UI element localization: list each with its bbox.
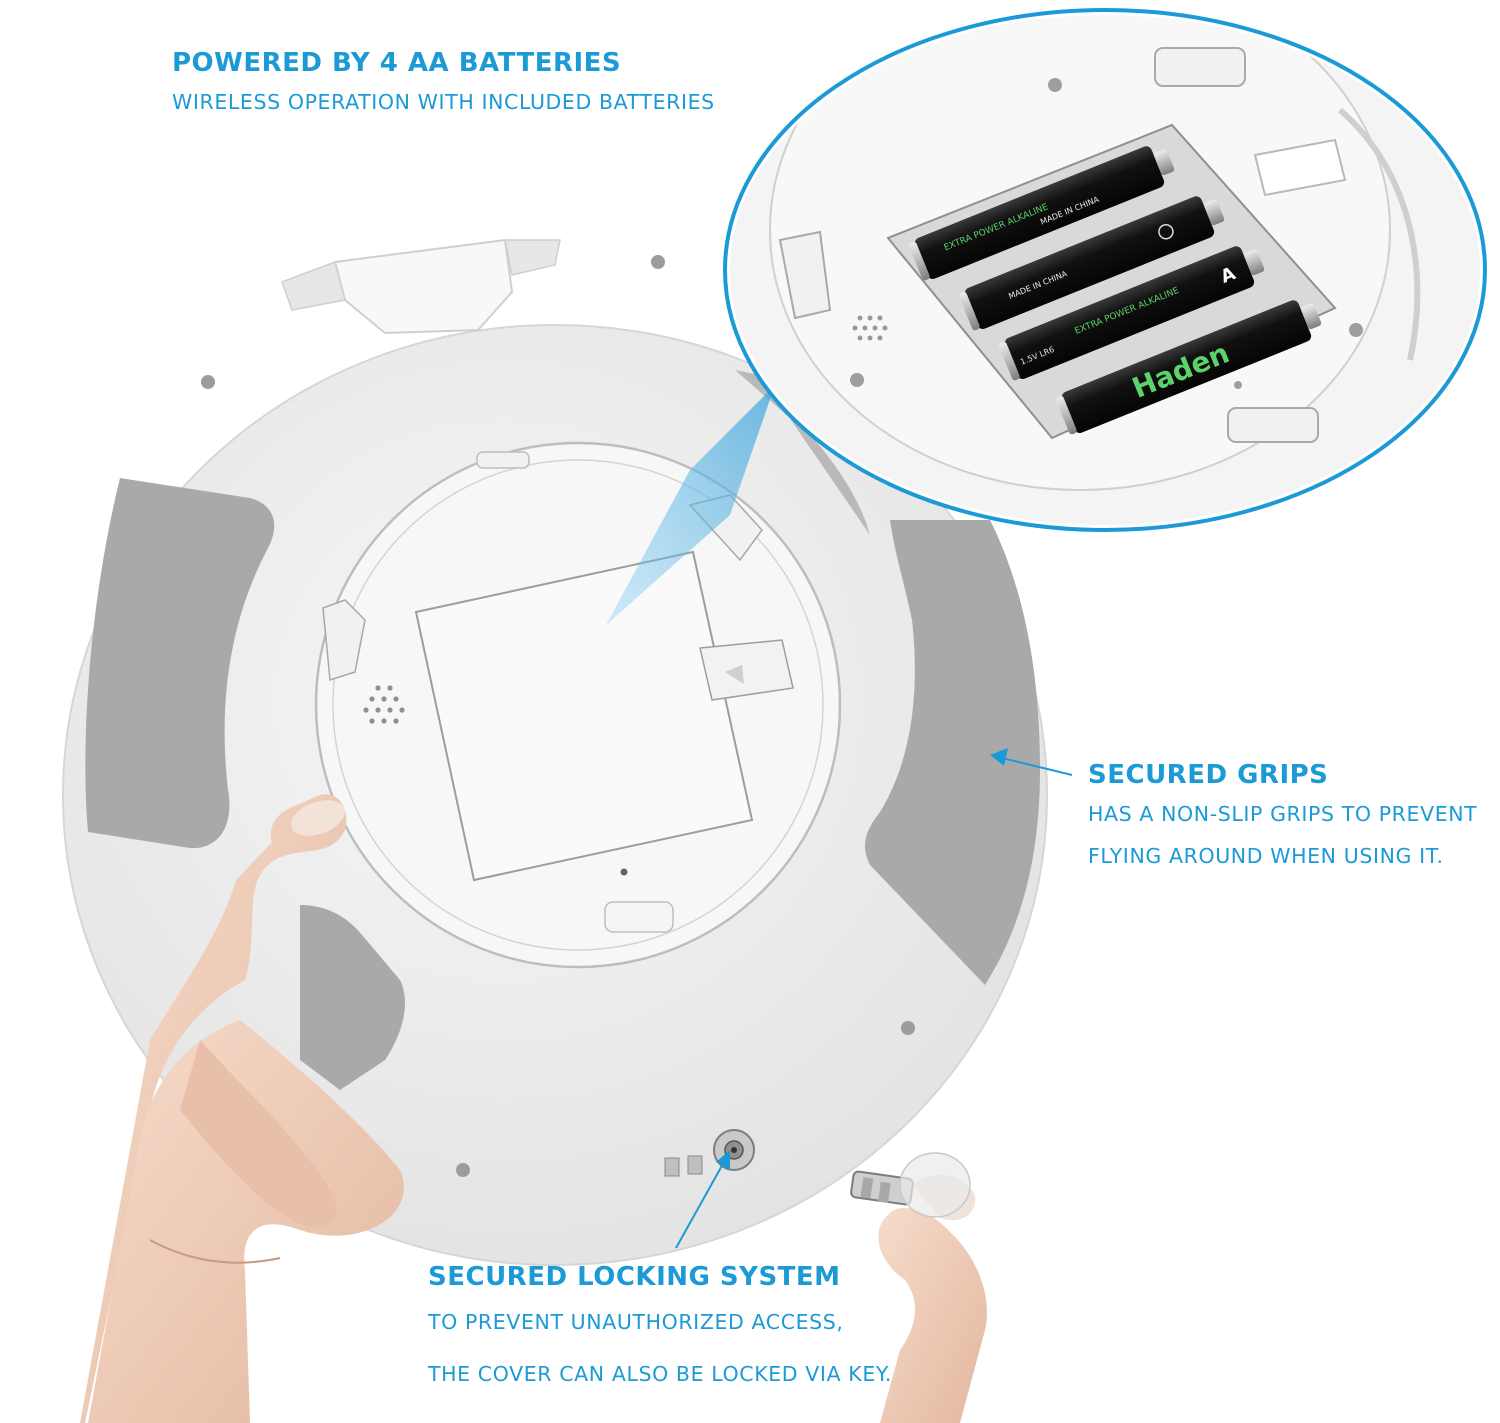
lock-line-1: TO PREVENT UNAUTHORIZED ACCESS,	[428, 1310, 844, 1334]
grips-heading: SECURED GRIPS	[1088, 760, 1329, 790]
batteries-line-1: WIRELESS OPERATION WITH INCLUDED BATTERI…	[172, 90, 715, 114]
key	[850, 1152, 971, 1218]
grips-line-2: FLYING AROUND WHEN USING IT.	[1088, 844, 1444, 868]
grips-line-1: HAS A NON-SLIP GRIPS TO PREVENT	[1088, 802, 1478, 826]
battery-cover-plate	[314, 441, 842, 969]
grips-callout: SECURED GRIPS HAS A NON-SLIP GRIPS TO PR…	[1088, 760, 1477, 874]
lock-callout: SECURED LOCKING SYSTEM TO PREVENT UNAUTH…	[428, 1262, 892, 1396]
non-slip-grips	[85, 370, 1040, 1090]
batteries-callout: POWERED BY 4 AA BATTERIES WIRELESS OPERA…	[172, 48, 715, 120]
lock-line-2: THE COVER CAN ALSO BE LOCKED VIA KEY.	[428, 1362, 892, 1386]
zoom-beam	[606, 385, 775, 625]
speaker-grille	[363, 685, 405, 724]
lock-arrow	[675, 1150, 730, 1249]
grips-arrow	[990, 748, 1073, 776]
hand-with-key	[850, 1152, 987, 1423]
zoom-bubble: EXTRA POWER ALKALINE MADE IN CHINA MADE …	[723, 8, 1487, 532]
batteries-heading: POWERED BY 4 AA BATTERIES	[172, 48, 622, 78]
lock-heading: SECURED LOCKING SYSTEM	[428, 1262, 841, 1292]
hand-left	[80, 794, 404, 1423]
battery-compartment	[886, 123, 1337, 440]
